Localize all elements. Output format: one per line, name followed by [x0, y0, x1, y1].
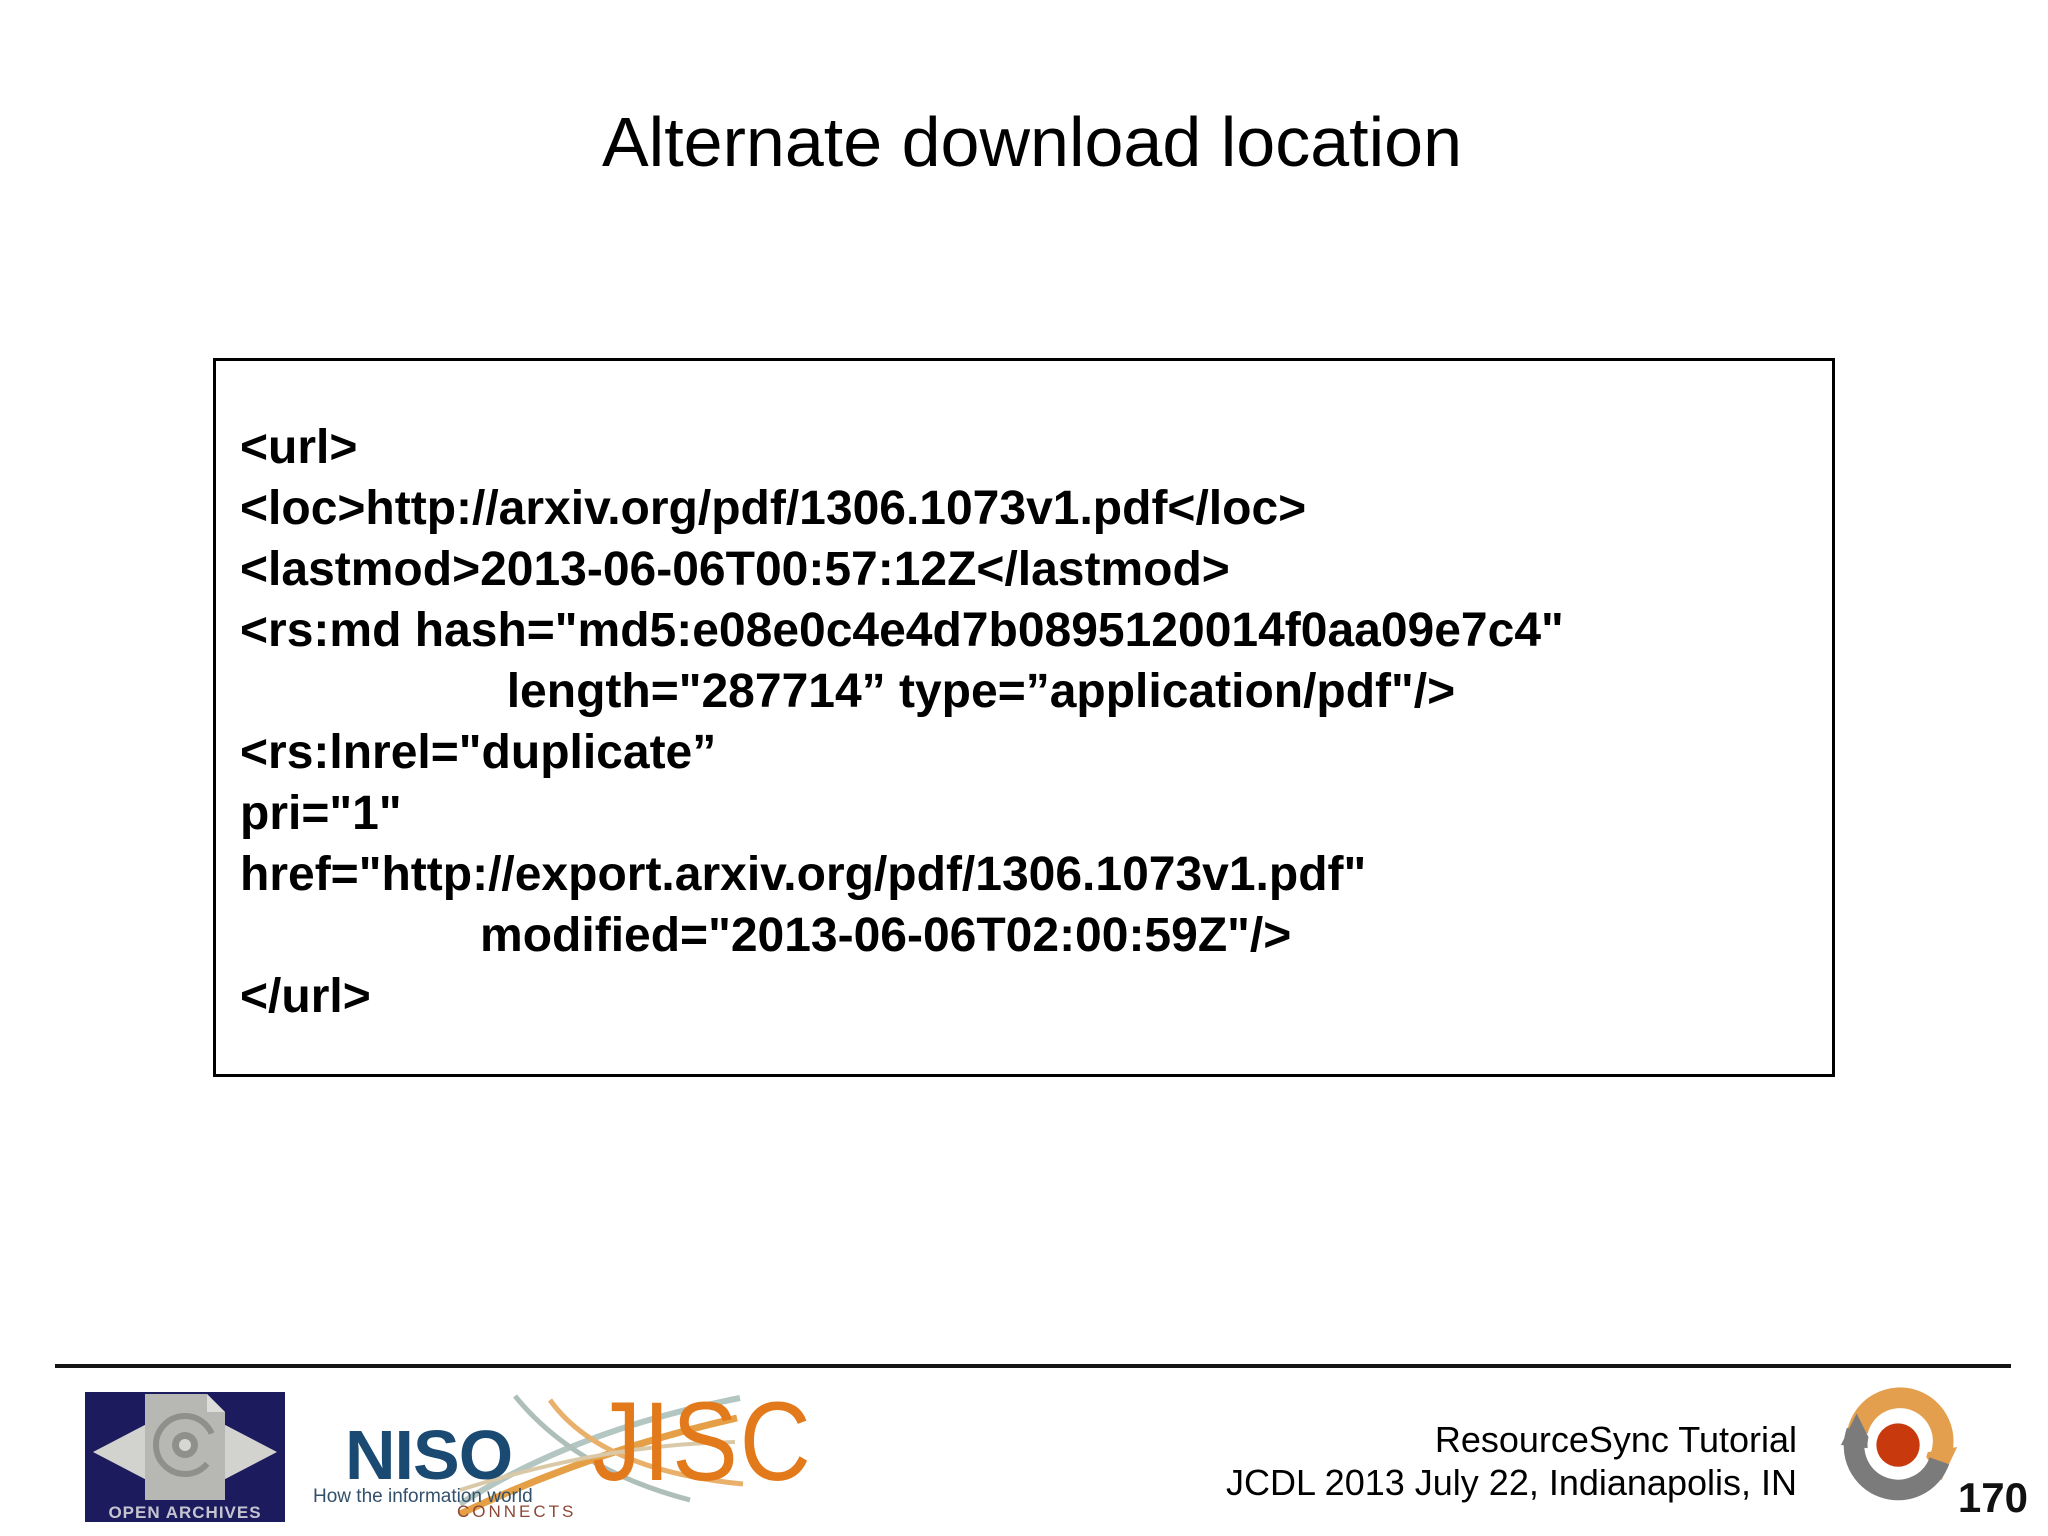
xml-code-box: <url> <loc>http://arxiv.org/pdf/1306.107…	[213, 358, 1835, 1077]
spiral-hole-icon	[179, 1439, 191, 1451]
open-archives-logo: OPEN ARCHIVES	[85, 1392, 285, 1522]
xml-code-line: pri="1"	[240, 787, 402, 840]
xml-code-line: <loc>http://arxiv.org/pdf/1306.1073v1.pd…	[240, 482, 1307, 535]
niso-tagline: How the information world	[313, 1486, 533, 1507]
slide-title: Alternate download location	[601, 103, 1463, 181]
resourcesync-logo	[1840, 1387, 1958, 1501]
xml-code-line: <lastmod>2013-06-06T00:57:12Z</lastmod>	[240, 543, 1230, 596]
jisc-logo: JISC	[592, 1379, 813, 1504]
document-fold-icon	[207, 1394, 225, 1412]
niso-swoosh-icon	[458, 1394, 744, 1517]
tutorial-title: ResourceSync Tutorial	[1434, 1419, 1797, 1460]
open-archives-label: OPEN ARCHIVES	[108, 1503, 261, 1522]
niso-logo: NISO How the information world CONNECTS	[313, 1416, 605, 1530]
xml-code-line: <rs:lnrel="duplicate”	[240, 726, 717, 779]
tutorial-venue: JCDL 2013 July 22, Indianapolis, IN	[1226, 1462, 1797, 1503]
orange-arrow-arc	[1847, 1387, 1954, 1464]
niso-wordmark: NISO	[345, 1416, 513, 1494]
logo-center-dot	[1876, 1423, 1920, 1467]
xml-code-line: <url>	[240, 421, 358, 474]
footer-credits: ResourceSync Tutorial JCDL 2013 July 22,…	[1226, 1418, 1797, 1504]
xml-code-line: href="http://export.arxiv.org/pdf/1306.1…	[240, 848, 1367, 901]
xml-code-line: <rs:md hash="md5:e08e0c4e4d7b0895120014f…	[240, 604, 1564, 657]
spiral-ring-icon	[153, 1413, 217, 1477]
niso-tagline-connects: CONNECTS	[457, 1502, 577, 1521]
xml-code-line: modified="2013-06-06T02:00:59Z"/>	[240, 909, 1292, 962]
xml-code-line: </url>	[240, 970, 371, 1023]
footer-divider	[55, 1364, 2011, 1368]
page-number: 170	[1957, 1474, 2028, 1521]
xml-code-line: length="287714” type=”application/pdf"/>	[240, 665, 1456, 718]
gray-arrow-arc	[1843, 1427, 1950, 1501]
gray-arrowhead-icon	[1840, 1413, 1875, 1449]
